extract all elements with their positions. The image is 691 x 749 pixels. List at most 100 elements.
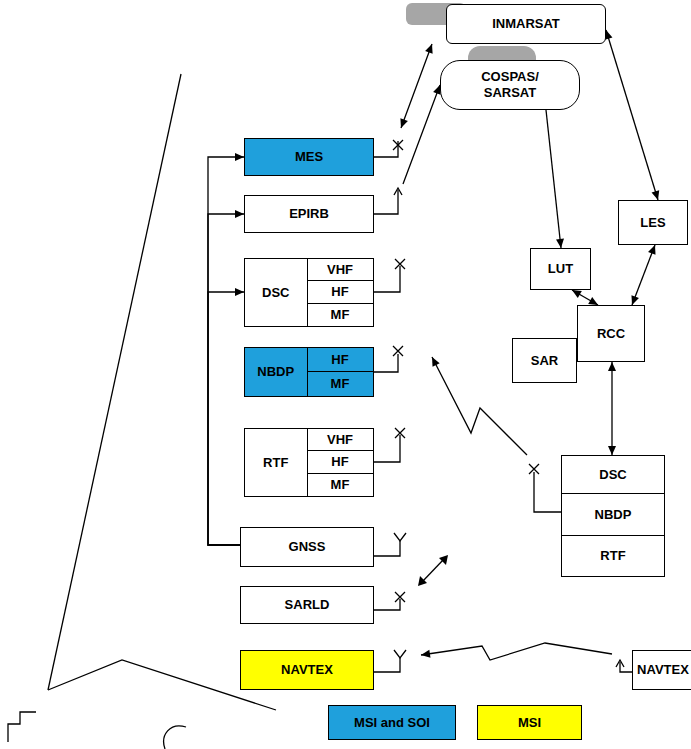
node-label: LUT <box>548 261 573 277</box>
arrow-head <box>631 295 638 305</box>
node-label: NAVTEX <box>637 662 689 678</box>
node-label: HF <box>331 454 348 470</box>
node-label: NAVTEX <box>281 662 333 678</box>
antenna-x <box>395 592 405 602</box>
connector <box>374 44 433 157</box>
text-area: VHF <box>308 429 373 451</box>
text-area: COSPAS/ SARSAT <box>441 61 579 109</box>
arrow-head <box>421 650 430 658</box>
connector-line <box>374 85 440 214</box>
arrow-head <box>418 576 427 586</box>
band-cell: MF <box>307 303 374 327</box>
connector <box>208 288 244 545</box>
arrow-head <box>235 288 244 296</box>
node-label: RCC <box>597 326 625 342</box>
node-label: SAR <box>531 353 558 369</box>
ship-hull <box>164 726 186 749</box>
band-cell: MF <box>307 473 374 497</box>
text-area: MF <box>308 304 373 326</box>
arrow-head <box>608 446 616 455</box>
station-cell: NBDP <box>561 493 665 537</box>
equipment-box: GNSS <box>240 527 374 567</box>
connector <box>608 362 616 455</box>
text-area: MF <box>308 372 373 396</box>
equipment-box: DSCVHF HF MF <box>244 258 374 327</box>
connector-line <box>374 643 632 672</box>
connector <box>208 210 244 545</box>
station-cell: DSC <box>561 455 665 495</box>
text-area: DSC <box>245 259 307 326</box>
antenna-x <box>395 428 405 438</box>
station-box: SAR <box>512 338 577 383</box>
antenna-stem <box>374 266 400 292</box>
arrow-head <box>588 297 598 305</box>
band-cell: VHF <box>307 428 374 452</box>
station-box: LES <box>618 200 688 245</box>
band-cell: HF <box>307 347 374 373</box>
text-area: RCC <box>578 306 644 361</box>
node-label: MF <box>331 307 350 323</box>
ship-line <box>48 74 181 690</box>
connector-line <box>208 292 244 545</box>
equipment-box: RTF VHF HF MF <box>244 428 374 497</box>
text-area: SAR <box>513 339 576 382</box>
node-label: EPIRB <box>289 206 329 222</box>
connector-line <box>611 362 612 455</box>
equipment-box: MES <box>244 138 374 176</box>
node-label: NBDP <box>595 507 632 523</box>
arrow-head <box>652 190 660 200</box>
connector-line <box>546 110 561 248</box>
antenna-stem <box>374 435 400 462</box>
node-label: GNSS <box>289 539 326 555</box>
node-label: HF <box>331 284 348 300</box>
arrow-head <box>608 362 616 371</box>
arrow-head <box>235 153 244 161</box>
arrow-head <box>400 118 408 128</box>
node-label: MES <box>295 149 323 165</box>
satellite-box: INMARSAT <box>446 4 606 44</box>
node-label: DSC <box>599 467 626 483</box>
connector-line <box>374 44 432 157</box>
band-cell: HF <box>307 280 374 304</box>
station-box: NAVTEX <box>632 650 691 690</box>
equipment-box: SARLD <box>240 586 374 624</box>
text-area: NAVTEX <box>633 651 691 689</box>
connector-line <box>208 157 244 545</box>
node-label: COSPAS/ SARSAT <box>472 69 548 100</box>
equipment-box: NBDPHFMF <box>244 347 374 397</box>
connector <box>374 643 632 672</box>
text-area: RTF <box>245 429 307 496</box>
text-area: LES <box>619 201 687 244</box>
connector <box>208 153 244 545</box>
station-box: RCC <box>577 305 645 362</box>
text-area: RTF <box>562 536 664 576</box>
antenna-y <box>394 650 406 658</box>
arrow-head <box>439 555 448 565</box>
text-area: INMARSAT <box>447 5 605 43</box>
text-area: EPIRB <box>245 196 373 232</box>
antenna-y <box>394 533 406 541</box>
legend-label: MSI <box>518 715 541 731</box>
text-area: SARLD <box>241 587 373 623</box>
legend-swatch: MSI and SOI <box>328 705 456 740</box>
text-area: MF <box>308 474 373 496</box>
connector-line <box>632 245 655 305</box>
text-area: LUT <box>531 249 590 289</box>
band-cell: VHF <box>307 258 374 282</box>
ship-hull <box>8 712 36 742</box>
arrow-head <box>235 210 244 218</box>
node-label: VHF <box>327 432 353 448</box>
text-area: NBDP <box>562 494 664 536</box>
arrow-head <box>556 239 564 248</box>
arrow-head <box>432 357 440 367</box>
node-label: INMARSAT <box>492 16 560 32</box>
node-label: SARLD <box>285 597 330 613</box>
node-label: MF <box>331 376 350 392</box>
connector <box>572 290 598 305</box>
station-box: LUT <box>530 248 591 290</box>
arrow-head <box>648 245 655 255</box>
text-area: DSC <box>562 456 664 494</box>
connector <box>374 85 441 214</box>
text-area: MES <box>245 139 373 175</box>
